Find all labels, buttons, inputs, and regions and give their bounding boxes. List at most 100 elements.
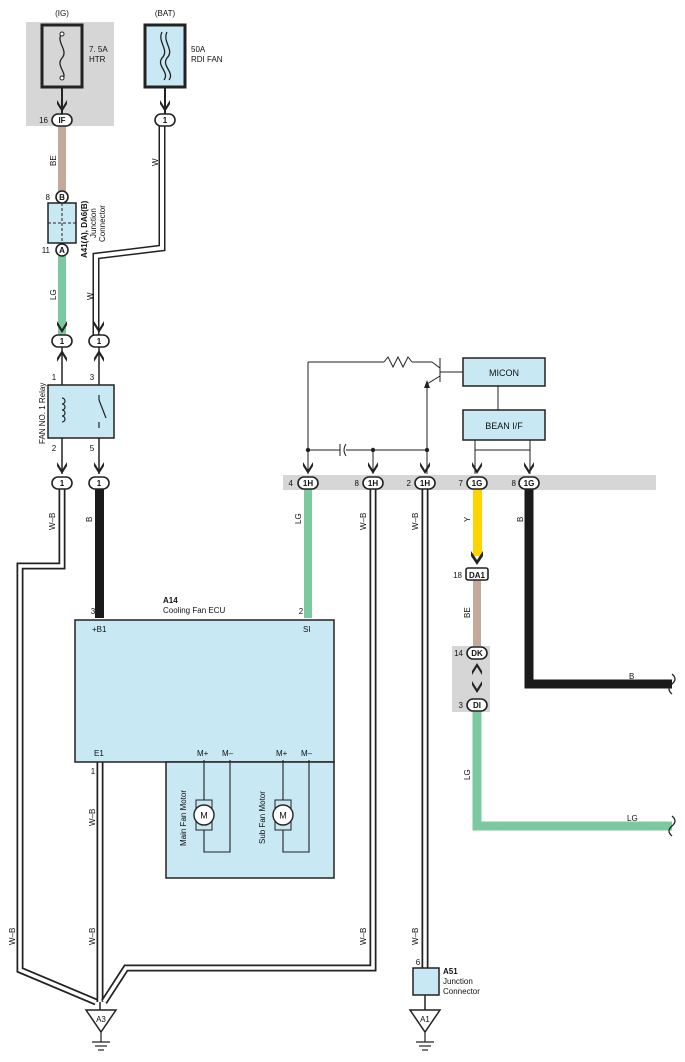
bean-box [462,409,546,441]
wire-label-wb-1h8-low: W–B [359,928,368,945]
relay-pin-5: 5 [90,444,95,453]
da1-pin: 18 [453,571,462,580]
wire-label-lg-1h: LG [294,513,303,524]
ecu-mplus-1: M+ [197,749,209,758]
h1-4-pin: 4 [289,479,294,488]
micon-box [462,357,546,387]
jc-desc1: Junction [89,208,98,238]
wire-label-b-right: B [629,672,634,681]
wire-label-be-top: BE [49,155,58,166]
motor-box [165,761,335,879]
if-pin: 16 [39,116,48,125]
dk-pin: 14 [454,649,463,658]
relay-pin-3: 3 [90,373,95,382]
sub-motor-label: Sub Fan Motor [258,791,267,844]
junction-connector-a41 [47,202,77,244]
connector-symbols [51,113,540,712]
wire-b-relay [95,488,104,618]
jc-a-code: A [59,246,65,255]
fuse-htr-rating: 7. 5A [89,45,108,54]
wire-lg-di [472,710,672,831]
relay-in-left-pin: 1 [60,337,65,346]
main-motor-label: Main Fan Motor [179,790,188,846]
ecu-pin-si-num: 2 [299,607,304,616]
wire-lg-left [58,256,66,336]
fuse-rdi-rating: 50A [191,45,206,54]
wire-label-b-1g: B [516,517,525,522]
ecu-mplus-2: M+ [276,749,288,758]
relay-in-right-pin: 1 [97,337,102,346]
main-motor-symbol: M [193,799,215,831]
a51-desc2: Connector [443,987,480,996]
h1-4-code: 1H [303,479,313,488]
a51-id: A51 [443,967,458,976]
micon-label: MICON [489,368,519,378]
bat-label: (BAT) [155,9,176,18]
h1-8-pin: 8 [355,479,360,488]
ecu-mminus-1: M– [222,749,234,758]
wire-label-w-mid: W [86,292,95,300]
wire-label-wb-relay: W–B [48,513,57,530]
ecu-id: A14 [163,596,178,605]
jc-id: A41(A), DA6(B) [80,200,89,258]
relay-name: FAN NO. 1 Relay [38,383,47,444]
ecu-pin-b1-num: 3 [91,607,96,616]
a51-pin: 6 [416,958,421,967]
wire-label-wb-1h2: W–B [411,513,420,530]
if-code: IF [58,116,65,125]
ecu-pin-e1-num: 1 [91,767,96,776]
ground-a1 [408,1009,442,1051]
sub-motor-symbol: M [272,799,294,831]
wire-be-da1 [473,580,481,646]
h1-2-code: 1H [420,479,430,488]
wire-label-wb-e1: W–B [88,809,97,826]
wire-label-lg-di: LG [463,769,472,780]
g1-7-code: 1G [472,479,483,488]
jc-b-code: B [59,193,65,202]
g1-7-pin: 7 [459,479,464,488]
fuse-rdi [143,23,187,89]
a51-connector [412,967,440,996]
ground-a3-label: A3 [96,1015,106,1024]
da1-code: DA1 [469,571,486,580]
wire-y-1g [473,488,482,556]
control-circuit [307,355,531,474]
ground-a3 [84,1009,118,1051]
wire-label-b-relay: B [85,517,94,522]
relay-pin-1: 1 [52,373,57,382]
jc-desc2: Connector [98,205,107,242]
g1-8-code: 1G [524,479,535,488]
a51-desc1: Junction [443,977,473,986]
ecu-mminus-2: M– [301,749,313,758]
wire-be-top [58,126,66,192]
wire-label-wb-left-low: W–B [8,928,17,945]
fuse-htr-name: HTR [89,55,106,64]
ecu-pin-b1: +B1 [92,625,107,634]
ecu-pin-e1: E1 [94,749,104,758]
wire-label-wb-e1-low: W–B [88,928,97,945]
ecu-pin-si: SI [303,625,311,634]
wire-b-1g [524,488,672,689]
g1-8-pin: 8 [512,479,517,488]
connector-arrows [57,100,534,693]
ecu-box [74,619,335,763]
h1-2-pin: 2 [407,479,412,488]
jc-b-pin: 8 [46,193,51,202]
relay-out-right-pin: 1 [97,479,102,488]
ecu-name: Cooling Fan ECU [163,606,225,615]
fan-relay [47,384,115,439]
wire-label-w-top: W [151,158,160,166]
svg-text:M: M [200,811,208,821]
relay-pin-2: 2 [52,444,57,453]
wire-lg-1h [304,488,312,618]
wire-label-wb-1h8: W–B [359,513,368,530]
wire-label-lg-left: LG [49,289,58,300]
wire-label-wb-1h2-low: W–B [411,928,420,945]
ig-label: (IG) [55,9,69,18]
bean-label: BEAN I/F [485,421,523,431]
wire-label-be-da1: BE [463,607,472,618]
ig-shade [26,22,114,126]
di-code: DI [473,701,481,710]
